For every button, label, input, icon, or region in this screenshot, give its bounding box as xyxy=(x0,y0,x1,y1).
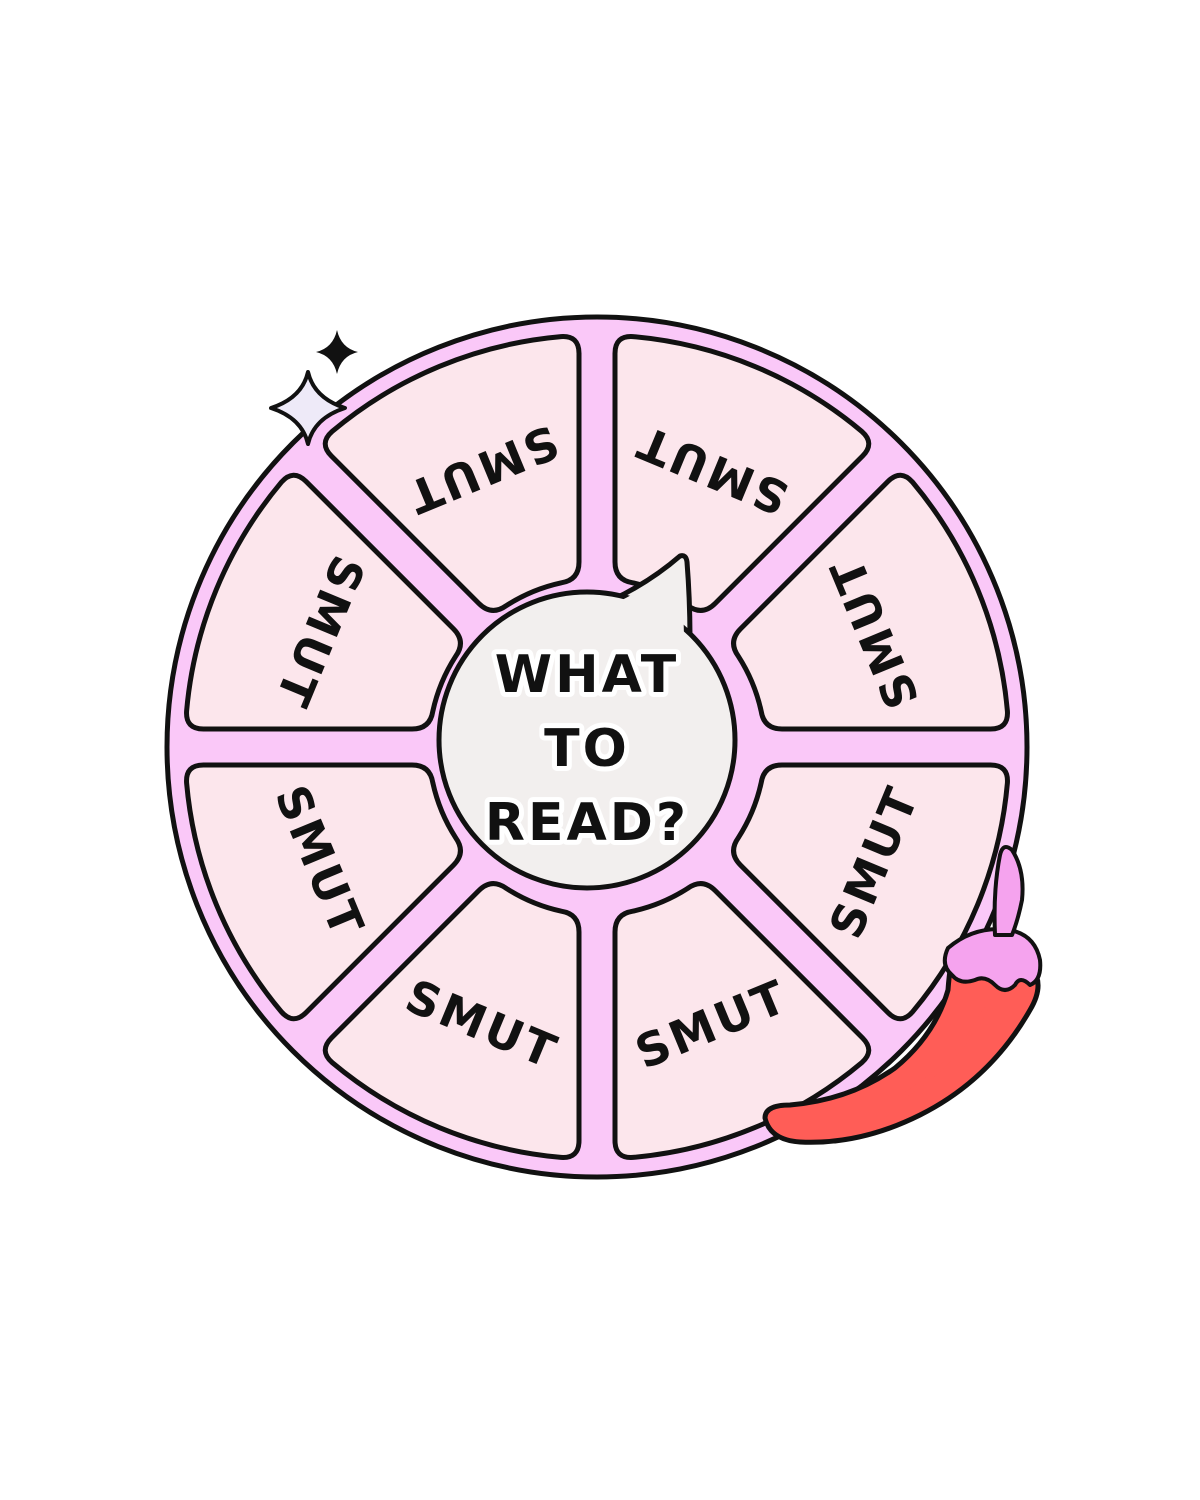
chili-stem xyxy=(992,844,1025,937)
chili-cap xyxy=(942,927,1043,992)
wheel-segment xyxy=(322,881,582,1160)
wheel-segment xyxy=(731,762,1010,1022)
center-line-read: READ? xyxy=(485,793,689,853)
speech-bubble-tail-join xyxy=(618,564,684,648)
wheel-segment xyxy=(612,881,872,1160)
sparkle-decoration xyxy=(269,330,358,446)
sparkle-icon xyxy=(316,330,358,374)
sparkle-icon xyxy=(269,370,347,446)
wheel-segment xyxy=(322,334,582,613)
chili-body xyxy=(762,941,1041,1145)
chili-highlight xyxy=(902,1007,988,1098)
wheel-segment xyxy=(184,472,463,732)
center-hub xyxy=(436,589,738,891)
wheel-segment xyxy=(184,762,463,1022)
wheel-segment xyxy=(612,334,872,613)
center-line-what: WHAT xyxy=(495,645,680,705)
center-line-to: TO xyxy=(544,719,630,779)
center-speech-bubble: WHAT TO READ? xyxy=(436,553,738,891)
wheel-segment xyxy=(731,472,1010,732)
chili-pepper-icon xyxy=(762,844,1043,1145)
